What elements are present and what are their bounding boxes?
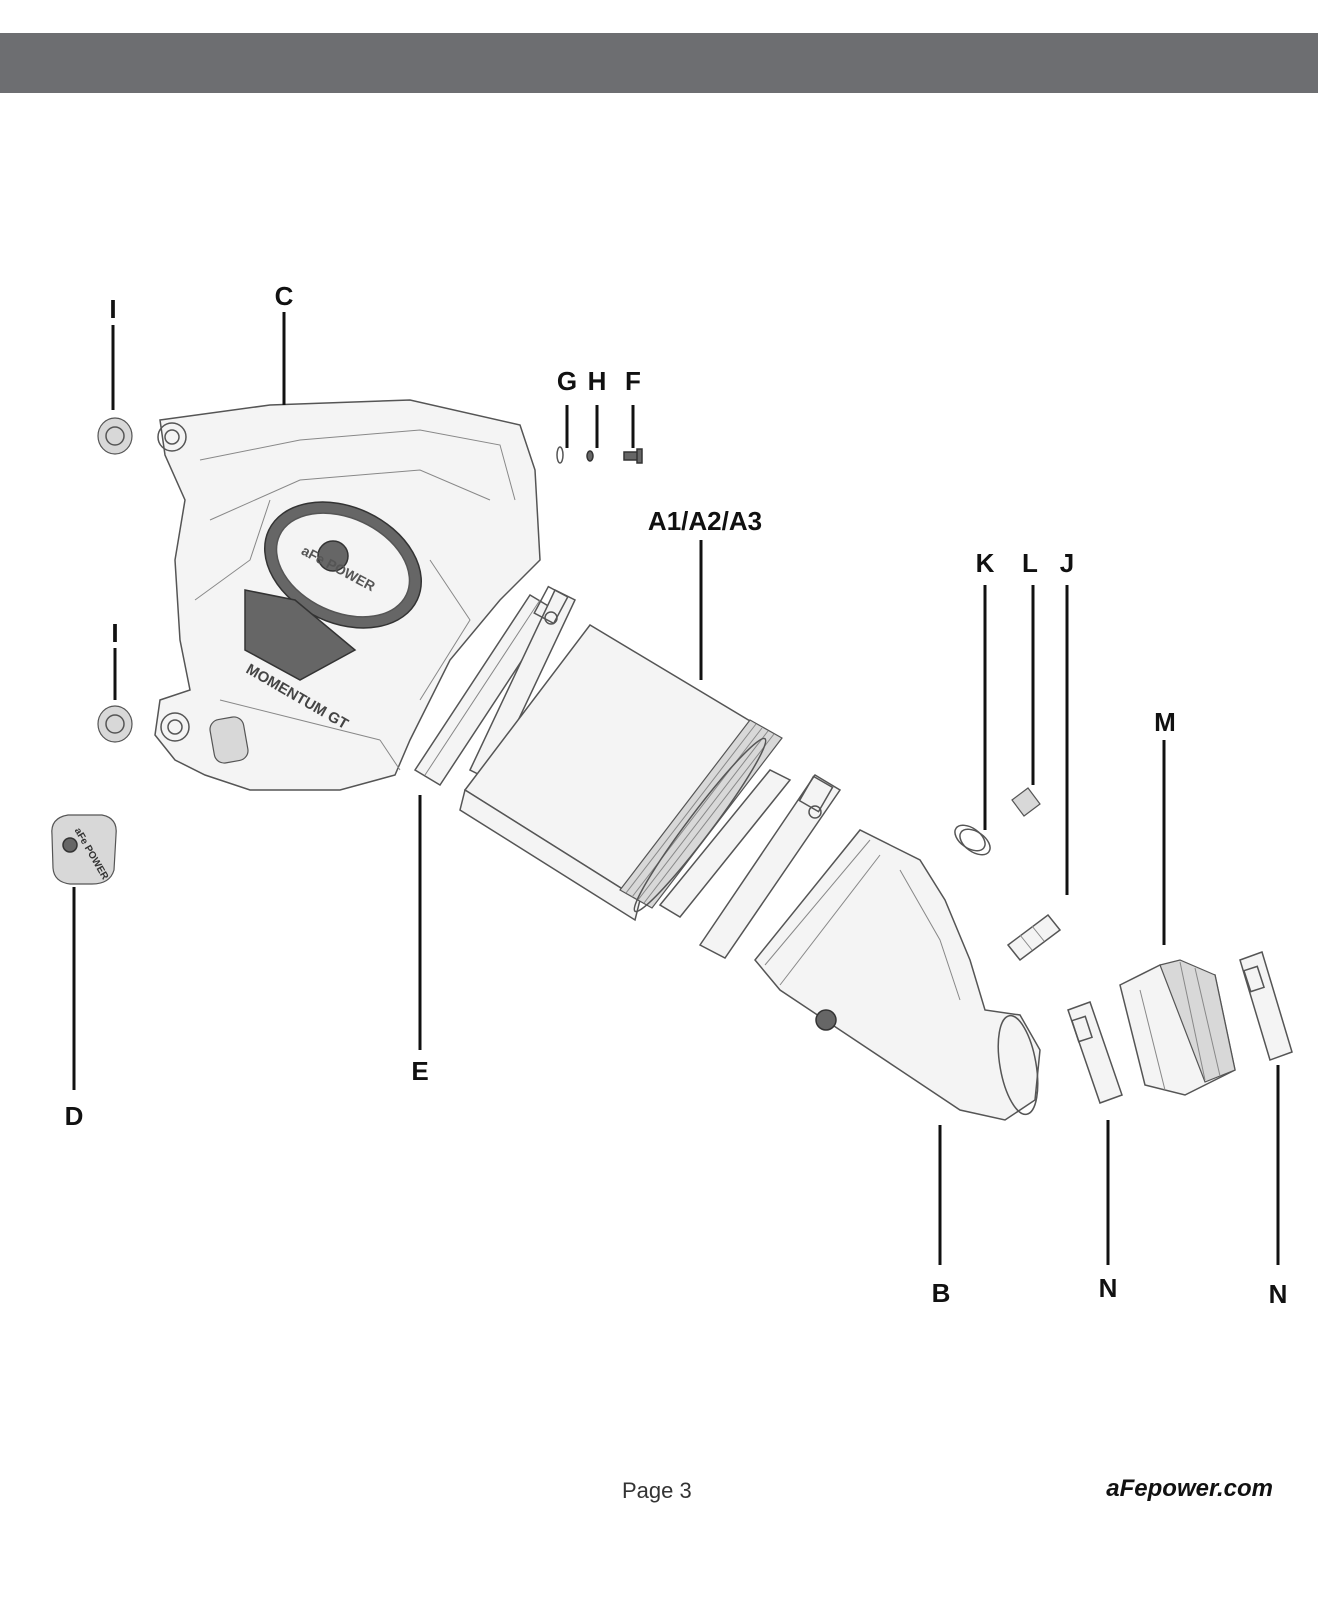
callout-j: J: [1060, 548, 1074, 578]
header-bar: [0, 33, 1318, 93]
callout-l: L: [1022, 548, 1038, 578]
callout-f: F: [625, 366, 641, 396]
website-url: aFepower.com: [1106, 1475, 1273, 1502]
page-number: Page 3: [622, 1478, 692, 1503]
hose-clamp-part-n-left: [1067, 1001, 1123, 1104]
callout-c: C: [275, 281, 294, 311]
callout-e: E: [411, 1056, 428, 1086]
callout-a1-a2-a3: A1/A2/A3: [648, 506, 762, 536]
hose-clamp-part-n-right: [1239, 951, 1293, 1061]
callout-k: K: [976, 548, 995, 578]
grommet-part-i-top: [97, 417, 133, 455]
callout-i-bottom: I: [111, 618, 118, 648]
washer-part-g: [556, 446, 564, 464]
callout-g: G: [557, 366, 577, 396]
fitting-part-j: [1006, 913, 1062, 962]
bolt-part-f: [623, 448, 643, 464]
callout-h: H: [588, 366, 607, 396]
nut-part-h: [586, 450, 594, 462]
cap-part-d: aFe POWER: [51, 814, 117, 885]
callout-n-right: N: [1269, 1279, 1288, 1309]
intake-tube-part-b: [754, 829, 1041, 1121]
callout-d: D: [65, 1101, 84, 1131]
grommet-part-l: [1011, 787, 1041, 817]
filter-ring: [658, 769, 792, 918]
callout-m: M: [1154, 707, 1176, 737]
callout-n-left: N: [1099, 1273, 1118, 1303]
coupler-part-m: [1119, 959, 1236, 1096]
air-filter-part-a: [459, 624, 783, 922]
callout-b: B: [932, 1278, 951, 1308]
leader-lines: [72, 312, 1280, 1265]
lower-filter-clamp: [698, 773, 842, 959]
o-ring-part-k: [954, 824, 991, 856]
grommet-part-i-bottom: [97, 705, 133, 743]
callout-i-top: I: [109, 294, 116, 324]
intake-housing-part-c: aFe POWER MOMENTUM GT: [154, 399, 541, 791]
